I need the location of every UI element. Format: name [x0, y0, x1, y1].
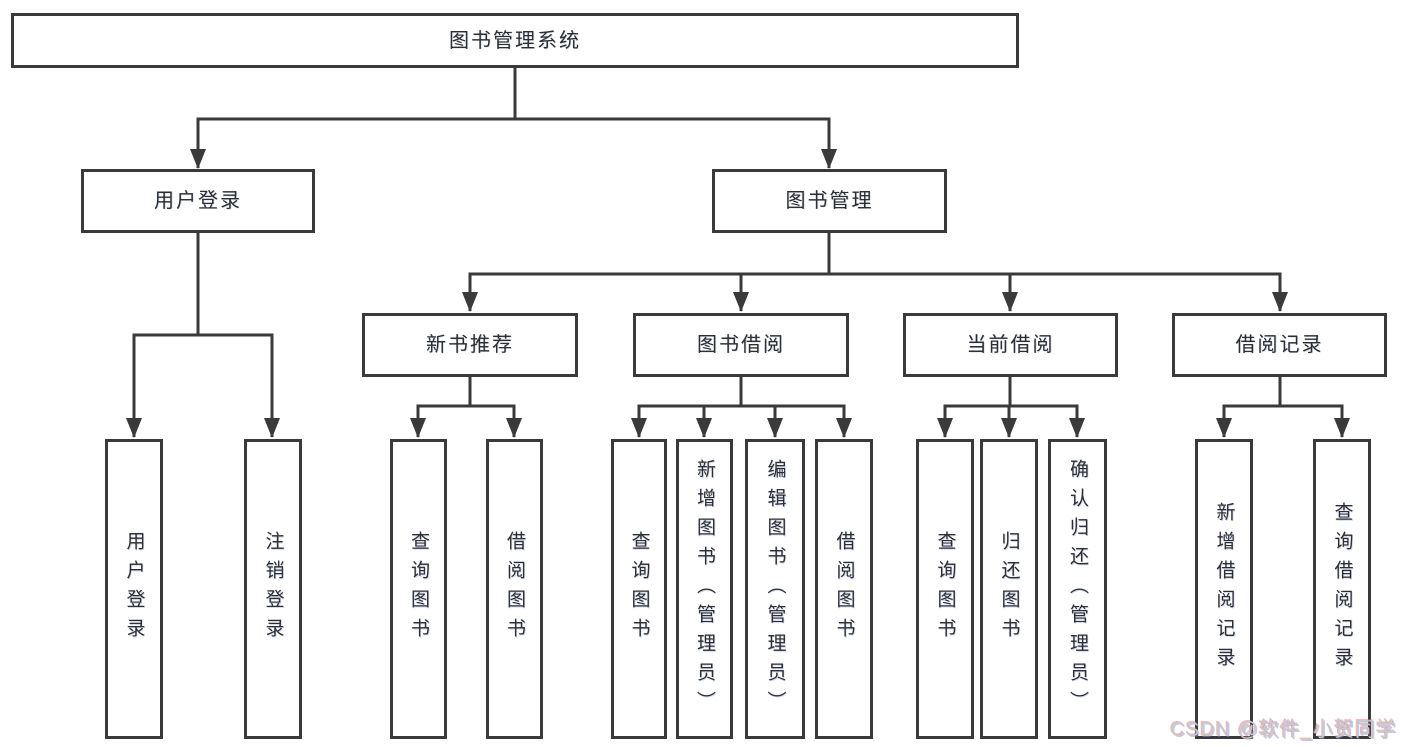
- leaf-query-books-recommend: 查询图书: [390, 439, 447, 739]
- node-current-borrowing: 当前借阅: [903, 313, 1118, 377]
- leaf-add-borrow-record: 新增借阅记录: [1195, 439, 1253, 739]
- node-library-management-system: 图书管理系统: [11, 13, 1019, 68]
- node-book-management: 图书管理: [712, 169, 947, 233]
- leaf-return-books: 归还图书: [980, 439, 1038, 739]
- leaf-logout: 注销登录: [244, 439, 302, 739]
- leaf-query-books-current: 查询图书: [916, 439, 974, 739]
- node-book-borrowing: 图书借阅: [633, 313, 849, 377]
- leaf-confirm-return-admin: 确认归还（管理员）: [1048, 439, 1107, 739]
- leaf-user-login: 用户登录: [105, 439, 163, 739]
- leaf-borrow-books: 借阅图书: [815, 439, 873, 739]
- node-user-login: 用户登录: [81, 169, 315, 233]
- node-new-book-recommendation: 新书推荐: [362, 313, 578, 377]
- node-borrowing-records: 借阅记录: [1172, 313, 1387, 377]
- leaf-query-books-borrowing: 查询图书: [611, 439, 667, 739]
- leaf-add-books-admin: 新增图书（管理员）: [676, 439, 733, 739]
- leaf-edit-books-admin: 编辑图书（管理员）: [745, 439, 805, 739]
- csdn-watermark: CSDN @软件_小贺同学: [1170, 719, 1397, 741]
- leaf-borrow-books-recommend: 借阅图书: [486, 439, 543, 739]
- leaf-query-borrow-record: 查询借阅记录: [1313, 439, 1371, 739]
